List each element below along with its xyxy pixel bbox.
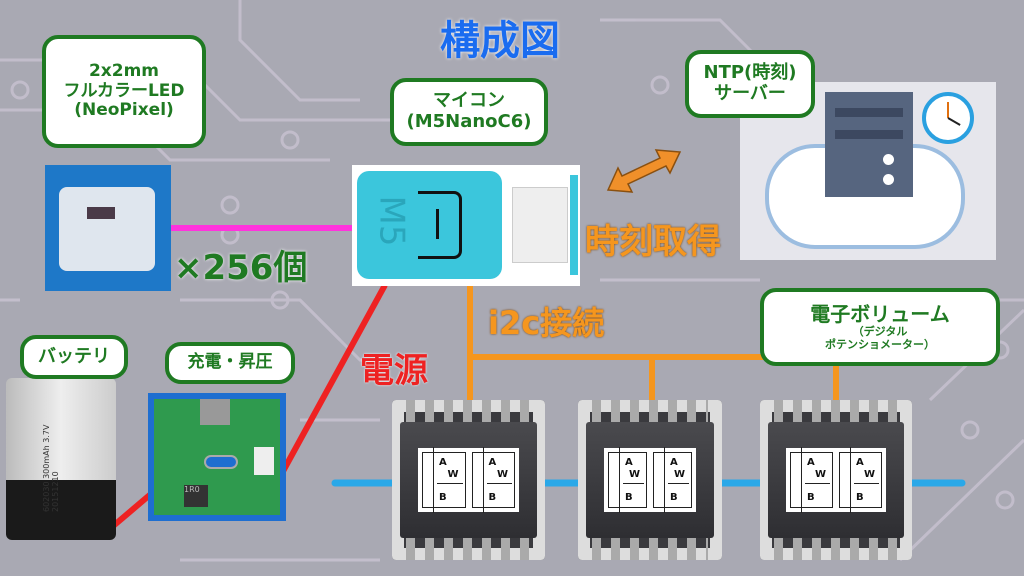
time-fetch-label: 時刻取得 [585, 222, 721, 262]
i2c-label: i2c接続 [488, 304, 605, 342]
led-photo [45, 165, 171, 291]
ntp-bubble: NTP(時刻)サーバー [685, 50, 815, 118]
ntp-server-illustration [740, 82, 996, 260]
power-line [267, 283, 388, 497]
m5nanoc6-device: M5 [352, 165, 580, 286]
double-arrow-icon [606, 149, 682, 193]
battery-photo: 602030 300mAh 3.7V 20151210 [6, 378, 116, 540]
charger-board-photo: 1R0 [148, 393, 286, 521]
mcu-bubble: マイコン(M5NanoC6) [390, 78, 548, 146]
volume-bubble: 電子ボリューム （デジタル ポテンショメーター） [760, 288, 1000, 366]
power-label: 電源 [360, 351, 428, 391]
clock-icon [922, 92, 974, 144]
led-count: ×256個 [174, 248, 308, 288]
server-icon [825, 92, 913, 197]
charger-bubble: 充電・昇圧 [165, 342, 295, 384]
page-title: 構成図 [440, 18, 560, 64]
battery-bubble: バッテリ [20, 335, 128, 379]
